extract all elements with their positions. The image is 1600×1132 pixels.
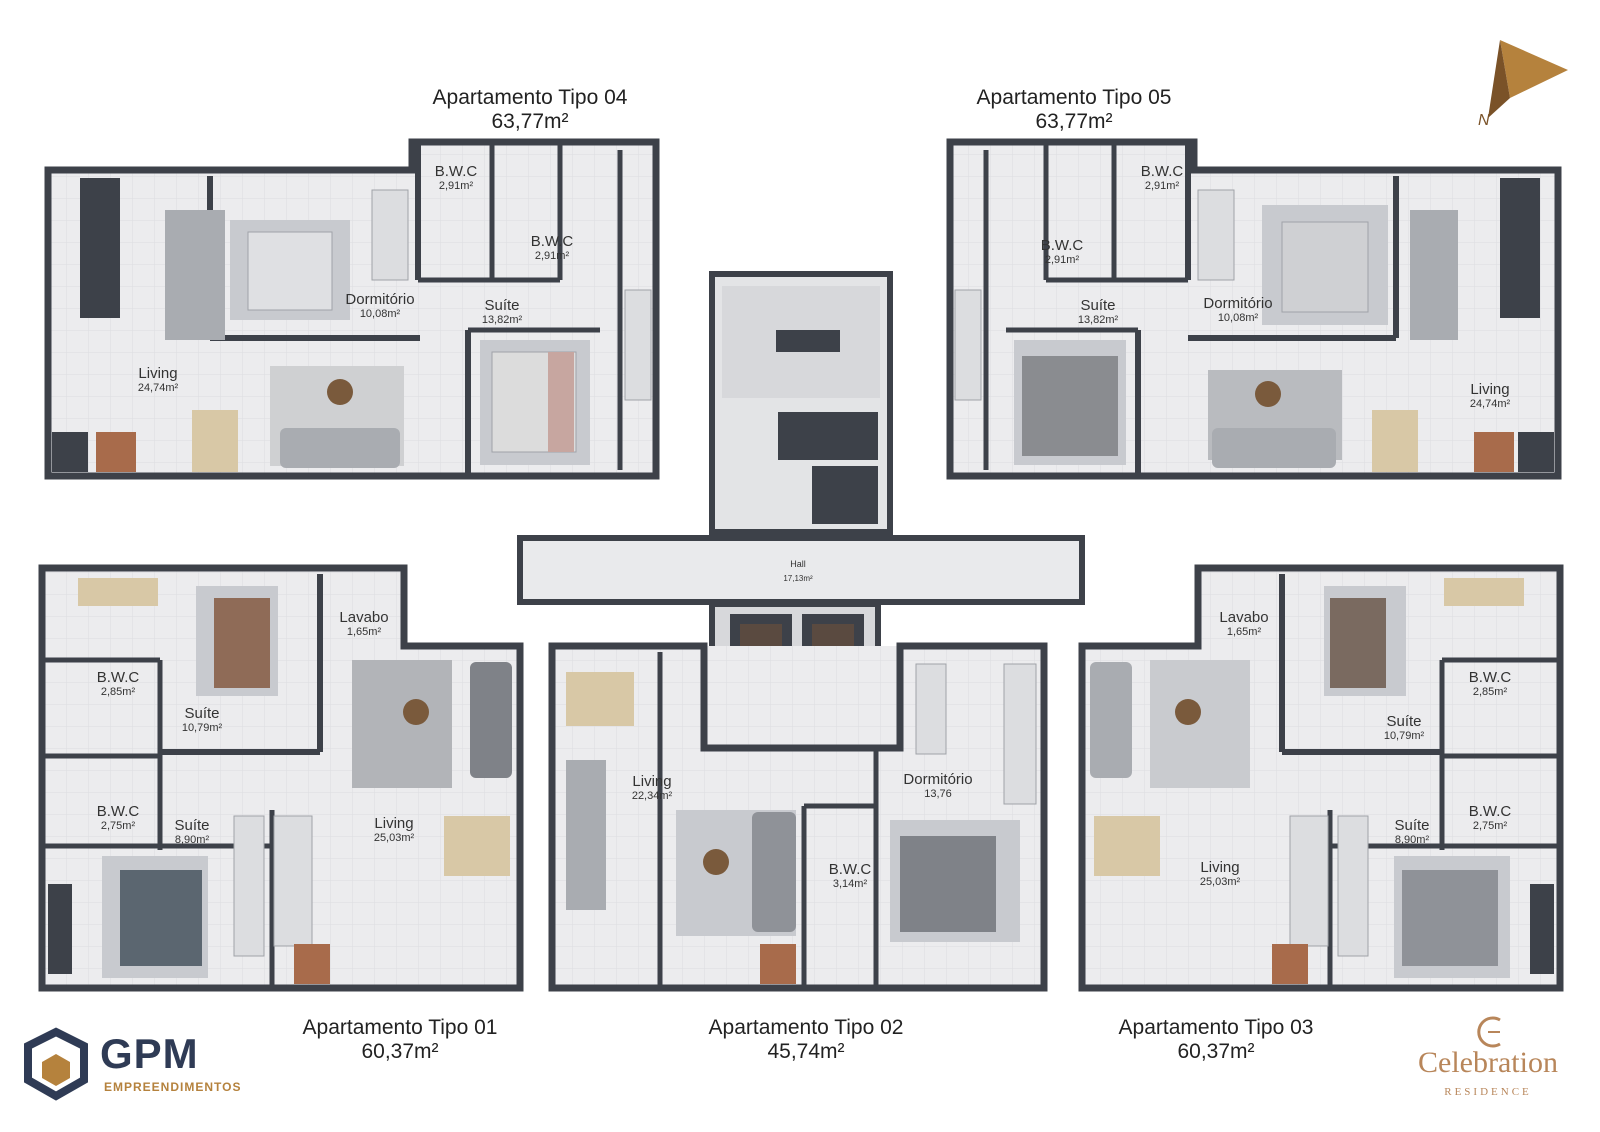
celebration-logo-name: Celebration bbox=[1418, 1046, 1558, 1079]
gpm-logo: GPM EMPREENDIMENTOS bbox=[28, 1024, 248, 1104]
apartment-05-plan bbox=[946, 138, 1562, 480]
gpm-logo-subtext: EMPREENDIMENTOS bbox=[104, 1080, 242, 1094]
celebration-logo-subtext: RESIDENCE bbox=[1444, 1086, 1532, 1098]
apartment-04-plan bbox=[44, 138, 660, 480]
title-apartment-04: Apartamento Tipo 04 63,77m² bbox=[432, 86, 628, 133]
gpm-logo-text: GPM bbox=[100, 1030, 199, 1077]
celebration-monogram-icon bbox=[1477, 1016, 1501, 1048]
apartment-03-plan bbox=[1078, 564, 1564, 992]
title-apartment-01: Apartamento Tipo 01 60,37m² bbox=[302, 1016, 498, 1063]
compass-icon bbox=[1488, 40, 1568, 118]
compass-north-label: N bbox=[1478, 112, 1490, 129]
title-apartment-02: Apartamento Tipo 02 45,74m² bbox=[708, 1016, 904, 1063]
title-apartment-03: Apartamento Tipo 03 60,37m² bbox=[1118, 1016, 1314, 1063]
gpm-logo-icon bbox=[24, 1027, 88, 1101]
apartment-01-plan bbox=[38, 564, 524, 992]
celebration-logo: Celebration RESIDENCE bbox=[1398, 1010, 1578, 1100]
title-apartment-05: Apartamento Tipo 05 63,77m² bbox=[976, 86, 1172, 133]
apartment-02-plan bbox=[548, 642, 1048, 992]
